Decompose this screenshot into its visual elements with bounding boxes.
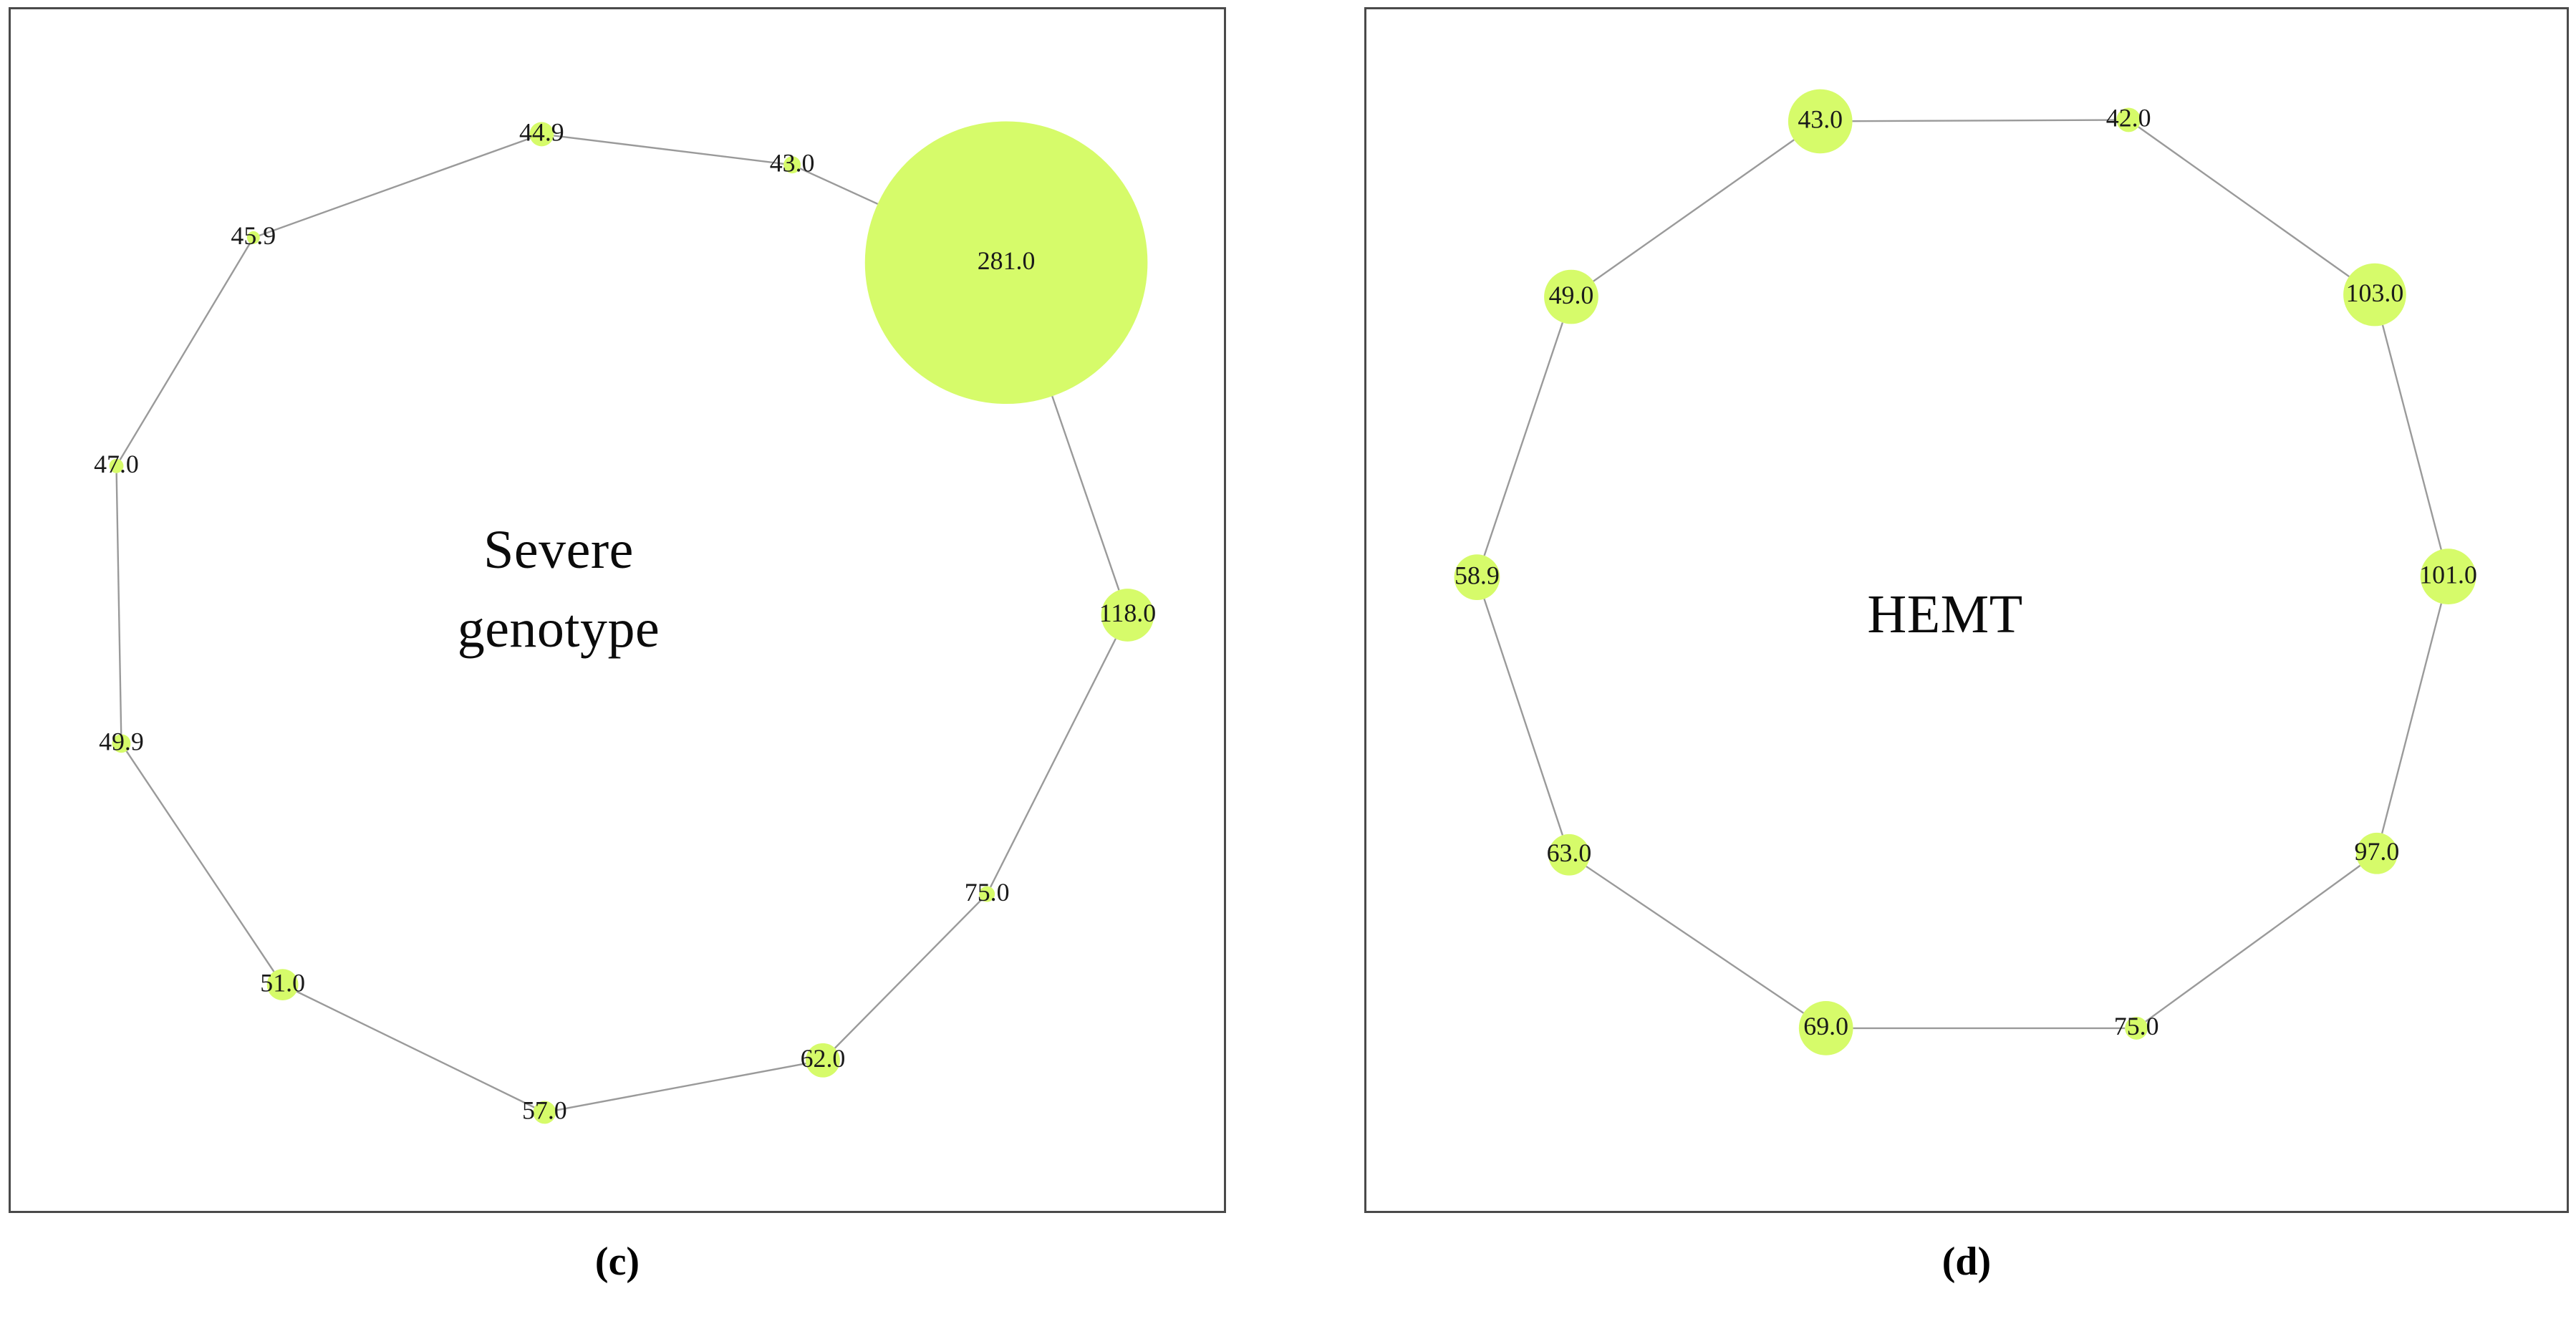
graph-node[interactable]	[266, 969, 299, 1001]
graph-node-label: 97.0	[2355, 837, 2400, 866]
graph-node[interactable]	[1454, 554, 1500, 601]
graph-node-label: 103.0	[2346, 279, 2404, 307]
graph-node[interactable]	[112, 734, 131, 753]
graph-edge	[554, 135, 784, 165]
graph-node-label: 45.9	[231, 221, 276, 250]
graph-edge	[296, 990, 535, 1108]
graph-edge	[1586, 865, 1804, 1014]
graph-node[interactable]	[2356, 832, 2398, 874]
graph-edge	[1051, 395, 1120, 591]
graph-node[interactable]	[2343, 263, 2406, 327]
graph-node-label: 75.0	[2114, 1012, 2159, 1040]
graph-node-label: 51.0	[260, 968, 305, 997]
graph-edge	[2381, 603, 2443, 834]
graph-edge	[125, 750, 275, 972]
network-graph-severe-genotype: 281.0 118.0 75.0 62.0 57.0 51.0 49.9 47.0 45.9 44…	[94, 118, 1156, 1125]
graph-node[interactable]	[2420, 549, 2476, 605]
graph-node-label: 281.0	[978, 246, 1036, 275]
graph-node-label: 57.0	[522, 1096, 567, 1125]
graph-node-label: 75.0	[965, 878, 1010, 907]
edge-group	[115, 135, 1120, 1111]
graph-node[interactable]	[979, 886, 995, 902]
graph-node[interactable]	[2125, 1016, 2148, 1040]
graph-node[interactable]	[806, 1043, 840, 1078]
node-label-group: 281.0 118.0 75.0 62.0 57.0 51.0 49.9 47.0 45.9 44…	[94, 118, 1156, 1125]
graph-edge	[555, 1062, 806, 1111]
edge-group	[1483, 119, 2443, 1030]
panel-caption-d: (d)	[1941, 1240, 1992, 1284]
graph-node[interactable]	[109, 458, 124, 473]
graph-node-label: 62.0	[801, 1044, 846, 1073]
graph-node[interactable]	[1798, 1001, 1853, 1055]
graph-node-label: 49.0	[1549, 281, 1594, 309]
graph-node-label: 69.0	[1803, 1012, 1848, 1040]
graph-node[interactable]	[2116, 107, 2141, 132]
graph-node[interactable]	[1788, 89, 1853, 154]
graph-node[interactable]	[1548, 833, 1590, 876]
graph-node-label: 118.0	[1099, 599, 1156, 627]
graph-node[interactable]	[864, 121, 1148, 405]
graph-node-label: 44.9	[519, 118, 564, 147]
graph-edge	[259, 137, 531, 236]
graph-node-label: 43.0	[770, 148, 815, 177]
graph-node-label: 43.0	[1798, 105, 1843, 134]
node-group	[1454, 89, 2476, 1055]
graph-node[interactable]	[1101, 589, 1154, 642]
graph-node[interactable]	[783, 156, 801, 174]
graph-node-label: 42.0	[2106, 104, 2151, 132]
graph-node-label: 58.9	[1455, 561, 1500, 589]
graph-edge	[799, 168, 879, 205]
panel-severe-genotype: 281.0 118.0 75.0 62.0 57.0 51.0 49.9 47.0 45.9 44…	[9, 7, 1226, 1213]
graph-edge	[1852, 119, 2117, 122]
panel-hemt: 43.0 42.0 103.0 101.0 97.0 75.0 69.0 63.0 58.9 49…	[1364, 7, 2569, 1213]
graph-edge	[115, 473, 122, 735]
graph-node[interactable]	[529, 122, 554, 147]
graph-edge	[990, 638, 1116, 888]
graph-edge	[2145, 864, 2361, 1023]
graph-node[interactable]	[1544, 269, 1598, 324]
network-graph-hemt: 43.0 42.0 103.0 101.0 97.0 75.0 69.0 63.0 58.9 49…	[1454, 89, 2477, 1055]
graph-edge	[1483, 322, 1564, 556]
graph-edge	[119, 242, 251, 460]
graph-node-label: 47.0	[94, 450, 139, 478]
node-group	[109, 121, 1154, 1124]
graph-edge	[1593, 139, 1795, 282]
graph-edge	[2138, 126, 2350, 278]
node-label-group: 43.0 42.0 103.0 101.0 97.0 75.0 69.0 63.0 58.9 49…	[1455, 104, 2477, 1040]
graph-node-label: 49.9	[99, 728, 144, 756]
graph-edge	[834, 899, 983, 1049]
graph-node[interactable]	[533, 1101, 556, 1124]
graph-node-label: 63.0	[1547, 839, 1592, 867]
panel-caption-c: (c)	[594, 1240, 640, 1284]
graph-node[interactable]	[246, 231, 260, 244]
graph-edge	[1483, 599, 1564, 836]
graph-edge	[2381, 324, 2442, 550]
graph-node-label: 101.0	[2419, 560, 2477, 589]
